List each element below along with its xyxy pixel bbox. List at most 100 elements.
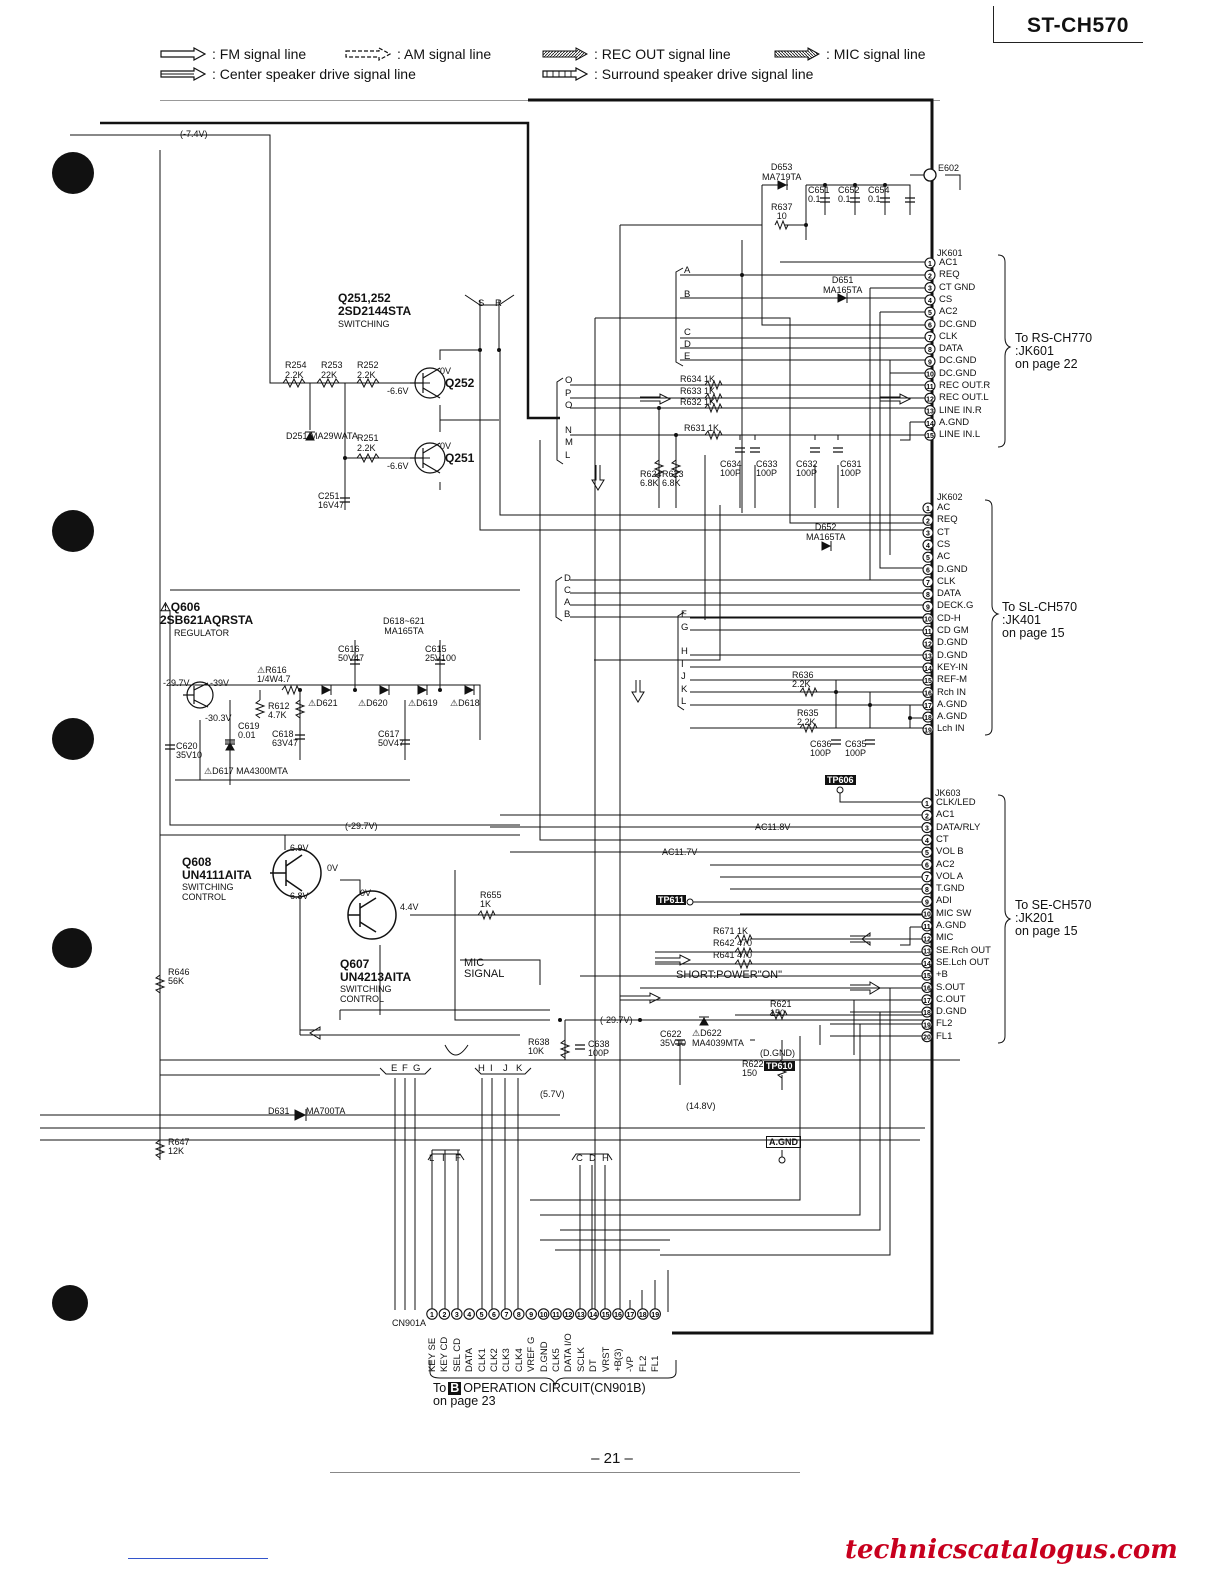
jk603-pin-number: 7 [925, 875, 929, 882]
jk602-pin-15 [922, 674, 934, 686]
jk603-pin-8 [921, 883, 933, 895]
d631-part-label: MA700TA [306, 1106, 346, 1116]
jk601-pin-10 [924, 368, 936, 380]
jk602-pin-number: 7 [926, 580, 930, 587]
jk601-pin-5 [924, 306, 936, 318]
bus-letter: D [564, 573, 571, 584]
voltage-label: 0V [440, 441, 452, 451]
signal-arrows [300, 393, 912, 1040]
jk603-pin-13 [921, 945, 933, 957]
jk603-pin-7 [921, 871, 933, 883]
watermark-link[interactable]: technicscatalogus.com [845, 1535, 1178, 1565]
jk603-pin-label: C.OUT [936, 993, 966, 1005]
cn901a-pin-9 [525, 1308, 537, 1320]
jk602-name: JK602 [937, 492, 963, 502]
jk603-pin-label: D.GND [936, 1006, 967, 1018]
junction-dots [298, 183, 912, 1022]
cn901a-pin-label: CLK5 [551, 1348, 562, 1372]
bus-letter: H [681, 646, 688, 657]
cn901a-pin-11 [550, 1308, 562, 1320]
bus-letter: N [565, 425, 572, 436]
cn901a-pin-label: FL2 [637, 1355, 649, 1372]
dgnd-note: (D.GND) [760, 1048, 795, 1058]
jk603-pin-number: 17 [923, 998, 931, 1005]
bus-letter: B [564, 609, 571, 620]
e602-terminal-icon [923, 168, 937, 182]
jk601-pin-7 [924, 331, 936, 343]
tp610-label: TP610 [764, 1061, 795, 1071]
jk601-pin-label: REC OUT.R [939, 380, 991, 391]
voltage-label: -6.6V [387, 386, 409, 396]
jk602-pin-number: 12 [924, 641, 932, 648]
jk601-pin-number: 9 [928, 359, 932, 366]
jk603-pin-number: 11 [923, 924, 931, 931]
q252-transistor-icon [410, 367, 446, 399]
jk602-pin-number: 14 [924, 666, 932, 673]
q251-block-label: Q251,252 2SD2144STA SWITCHING [338, 291, 412, 330]
voltage-label: (-7.4V) [180, 129, 208, 139]
jk601-pin-number: 15 [926, 433, 934, 440]
voltage-label: -39V [210, 678, 230, 688]
voltage-label: -29.7V [163, 678, 190, 688]
cn901a-pin-3 [451, 1308, 463, 1320]
jk602-pin-label: Lch IN [937, 723, 965, 735]
jk602-pin-label: CD GM [937, 625, 969, 636]
bus-letter: K [681, 684, 688, 695]
am-arrow-icon [345, 47, 391, 61]
jk603-pin-label: S.OUT [936, 981, 966, 993]
cn901a-pin-label: KEY SE [427, 1337, 438, 1372]
cn901a-pin-number: 10 [540, 1312, 548, 1319]
jk602-pin-label: A.GND [937, 711, 968, 723]
bus-letter: I [490, 1063, 493, 1074]
bus-letter: M [565, 437, 573, 448]
voltage-label: AC11.7V [662, 847, 698, 857]
cn901a-pin-label: VREF G [526, 1336, 538, 1372]
bus-letter: I [442, 1153, 445, 1164]
bus-letter: A [564, 597, 571, 608]
voltage-label: -6.6V [387, 461, 409, 471]
jk603-pin-20 [921, 1031, 933, 1043]
bus-letter: I [681, 659, 684, 670]
q606-block-label: ⚠Q606 2SB621AQRSTA REGULATOR [160, 600, 254, 639]
jk602-pin-number: 8 [926, 592, 930, 599]
fm-arrow-icon [160, 47, 206, 61]
q252-label: Q252 [445, 376, 475, 390]
jk603-pin-number: 12 [923, 936, 931, 943]
model-rule-vertical [993, 6, 994, 42]
jk601-pin-number: 5 [928, 310, 932, 317]
jk601-pin-label: DC.GND [939, 318, 977, 330]
jk601-pin-number: 4 [928, 298, 932, 305]
cn901a-pin-10 [537, 1308, 550, 1320]
surround-arrow-icon [542, 67, 588, 81]
bus-letter: C [564, 585, 571, 596]
jk603-pin-number: 9 [925, 899, 929, 906]
cn901a-pin-1 [426, 1308, 438, 1320]
jk602-pin-label: REQ [937, 514, 958, 526]
r642-label: R642 470 [713, 938, 753, 948]
jk602-pin-label: DATA [937, 588, 961, 600]
jk603-pin-number: 2 [925, 813, 929, 820]
jk602-pin-label: A.GND [937, 698, 968, 710]
bus-letter: J [681, 671, 686, 682]
jk603-pin-number: 8 [925, 887, 929, 894]
jk601-pin-4 [924, 294, 936, 306]
tp606-label: TP606 [825, 775, 856, 785]
